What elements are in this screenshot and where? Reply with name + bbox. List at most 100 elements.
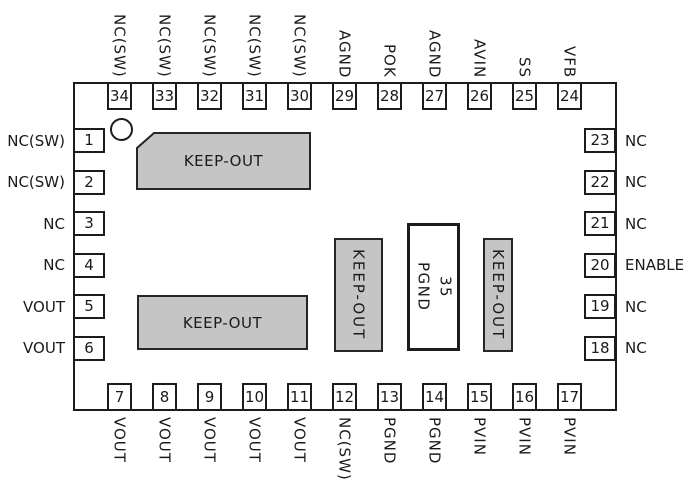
pin-19: 19 NC <box>584 294 647 319</box>
pin-34: NC(SW) 34 <box>107 0 132 110</box>
pin-label: NC <box>43 214 65 233</box>
pin-number-box: 19 <box>584 294 616 319</box>
pin1-indicator-icon <box>110 118 133 141</box>
pin-label: NC <box>625 297 647 316</box>
pin-label: PVIN <box>515 417 534 456</box>
pin-number-box: 25 <box>512 82 537 110</box>
pin-number-box: 17 <box>557 383 582 411</box>
pin-label: AVIN <box>470 38 489 78</box>
pin-label: AGND <box>425 29 444 78</box>
pin-31: NC(SW) 31 <box>242 0 267 110</box>
pin-number-box: 8 <box>152 383 177 411</box>
pin-number-box: 24 <box>557 82 582 110</box>
pin-label: NC <box>625 173 647 191</box>
pin-number-box: 28 <box>377 82 402 110</box>
pin-number-box: 29 <box>332 82 357 110</box>
pin-22: 22 NC <box>584 169 647 195</box>
keepout-zone-center-left: KEEP-OUT <box>334 238 383 352</box>
pin-label: VFB <box>560 45 579 78</box>
pin-number-box: 13 <box>377 383 402 411</box>
thermal-pad-number: 35 <box>436 275 455 299</box>
pin-number-box: 34 <box>107 82 132 110</box>
pin-label: POK <box>380 44 399 78</box>
pin-label: NC(SW) <box>7 131 65 150</box>
keepout-label: KEEP-OUT <box>182 313 263 332</box>
keepout-label: KEEP-OUT <box>349 249 368 341</box>
pin-label: PVIN <box>470 417 489 456</box>
pin-number-box: 15 <box>467 383 492 411</box>
pin-label: VOUT <box>245 417 264 463</box>
pin-number-box: 6 <box>73 335 105 361</box>
pin-label: NC <box>43 256 65 274</box>
pin-number-box: 12 <box>332 383 357 411</box>
pin-number-box: 1 <box>73 128 105 153</box>
pin-number-box: 3 <box>73 211 105 236</box>
pin-label: NC(SW) <box>335 417 354 481</box>
pin-number-box: 11 <box>287 383 312 411</box>
pin-5: VOUT 5 <box>23 294 105 319</box>
keepout-zone-bottom-left: KEEP-OUT <box>137 295 308 350</box>
pin-label: NC <box>625 214 647 233</box>
pin-number-box: 32 <box>197 82 222 110</box>
pin-1: NC(SW) 1 <box>7 128 105 153</box>
thermal-pad-35: 35 PGND <box>407 223 460 351</box>
pin-number-box: 30 <box>287 82 312 110</box>
pin-label: NC <box>625 131 647 150</box>
pin-label: VOUT <box>290 417 309 463</box>
pin-number-box: 10 <box>242 383 267 411</box>
pin-number-box: 9 <box>197 383 222 411</box>
pin-label: PGND <box>425 417 444 465</box>
keepout-chamfer-shape <box>136 132 311 190</box>
pin-3: NC 3 <box>43 211 105 236</box>
pin-number-box: 5 <box>73 294 105 319</box>
pin-28: POK 28 <box>377 0 402 110</box>
thermal-pad-label: PGND <box>414 262 433 312</box>
pin-number-box: 16 <box>512 383 537 411</box>
pin-number-box: 22 <box>584 169 616 195</box>
pin-29: AGND 29 <box>332 0 357 110</box>
pin-24: VFB 24 <box>557 0 582 110</box>
pin-label: VOUT <box>200 417 219 463</box>
pin-label: AGND <box>335 29 354 78</box>
pin-label: NC(SW) <box>245 14 264 78</box>
pin-label: VOUT <box>23 297 65 316</box>
pin-25: SS 25 <box>512 0 537 110</box>
keepout-zone-center-right: KEEP-OUT <box>483 238 513 352</box>
pin-label: VOUT <box>110 417 129 463</box>
pin-label: PGND <box>380 417 399 465</box>
pin-label: NC(SW) <box>110 14 129 78</box>
pin-number-box: 33 <box>152 82 177 110</box>
pin-number-box: 14 <box>422 383 447 411</box>
thermal-pad-text: 35 PGND <box>412 262 456 311</box>
pin-number-box: 2 <box>73 169 105 195</box>
pin-26: AVIN 26 <box>467 0 492 110</box>
pin-number-box: 31 <box>242 82 267 110</box>
pin-label: PVIN <box>560 417 579 456</box>
keepout-label: KEEP-OUT <box>183 152 264 170</box>
pin-label: NC <box>625 339 647 357</box>
pin-label: SS <box>515 56 534 78</box>
pin-32: NC(SW)32 <box>197 0 222 110</box>
keepout-label: KEEP-OUT <box>489 249 507 341</box>
pin-label: NC(SW) <box>290 14 309 78</box>
pin-number-box: 26 <box>467 82 492 110</box>
pin-label: NC(SW) <box>7 173 65 191</box>
pin-number-box: 7 <box>107 383 132 411</box>
